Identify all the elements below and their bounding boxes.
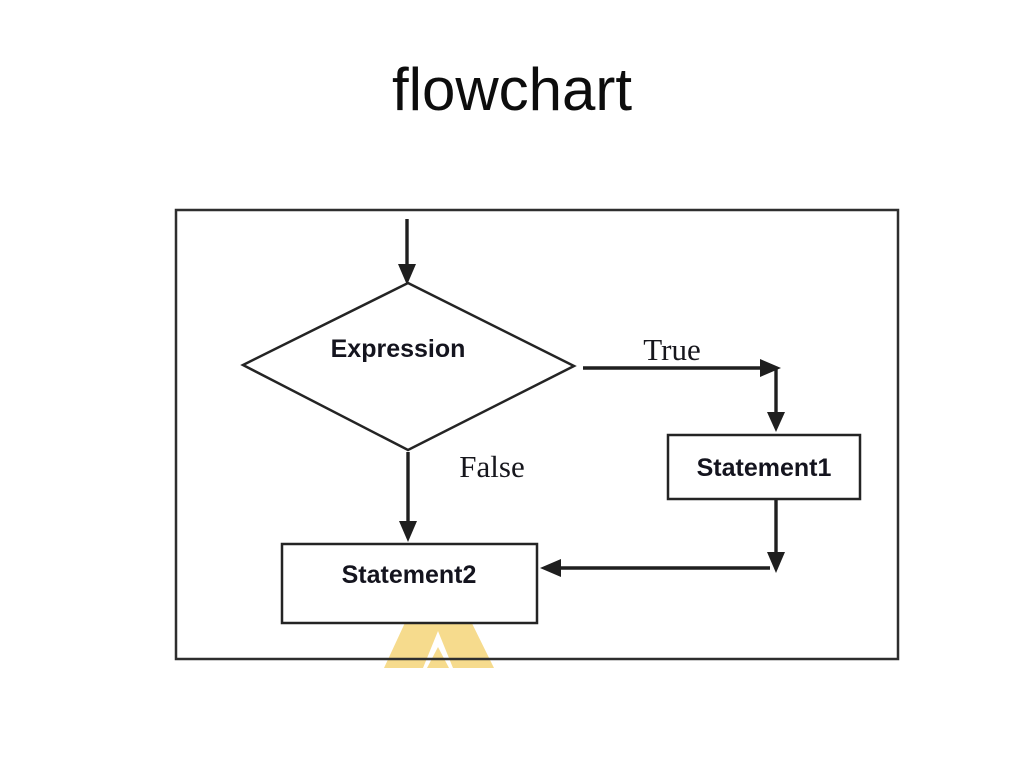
- statement1-label: Statement1: [697, 454, 832, 482]
- true-branch-label: True: [643, 332, 700, 367]
- false-branch-arrow: [399, 452, 417, 542]
- statement1-to-statement2-arrow: [540, 500, 785, 577]
- decision-label: Expression: [331, 335, 466, 363]
- arrowhead-right-icon: [760, 359, 781, 377]
- slide-title: flowchart: [391, 56, 633, 123]
- decision-diamond: [240, 281, 577, 452]
- true-branch-arrow: [583, 359, 785, 432]
- arrowhead-down-icon: [398, 264, 416, 285]
- arrowhead-down-icon: [767, 412, 785, 432]
- statement1-box: [666, 433, 862, 501]
- watermark-inner-triangle: [427, 647, 449, 668]
- false-branch-label: False: [459, 449, 524, 484]
- diagram-border: [174, 208, 900, 661]
- arrowhead-down-icon: [767, 552, 785, 573]
- entry-arrow: [398, 219, 416, 285]
- arrowhead-left-icon: [540, 559, 561, 577]
- statement2-box: [280, 542, 539, 625]
- statement2-label: Statement2: [342, 561, 477, 589]
- arrowhead-down-icon: [399, 521, 417, 542]
